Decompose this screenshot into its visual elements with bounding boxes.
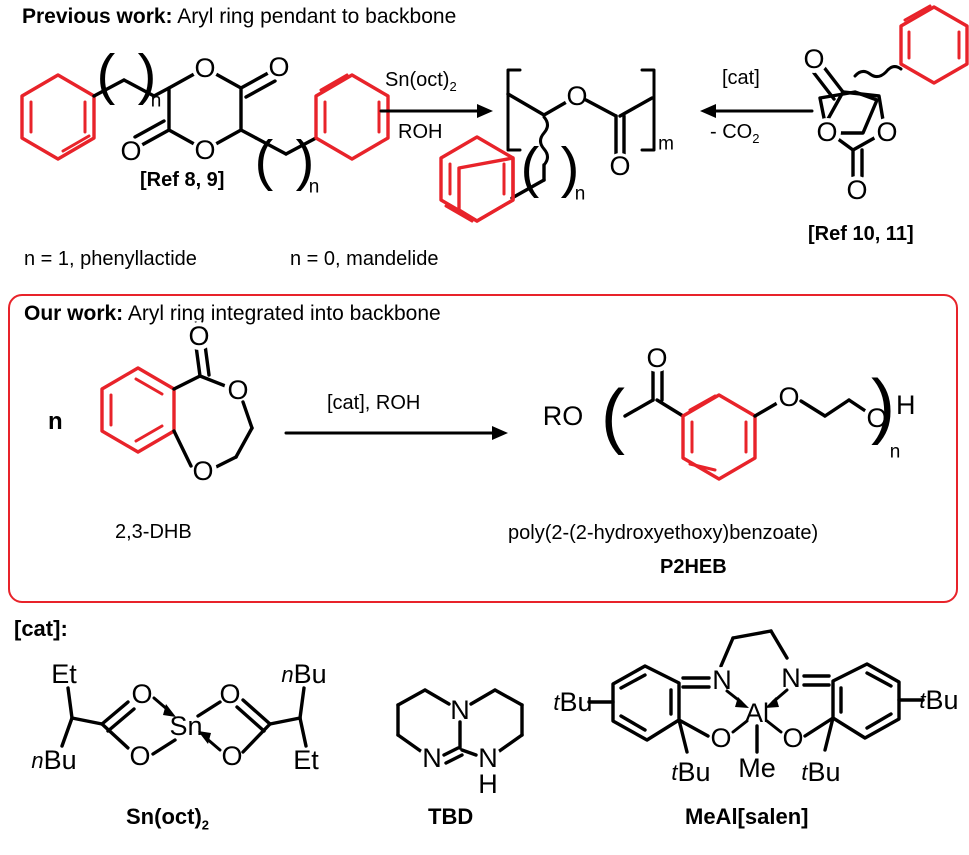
atom-N-salen-right: N [781,663,801,693]
atom-O-ring-right: O [876,117,897,147]
atom-O-lactone-ester: O [227,375,248,405]
our-work-heading-rest: Aryl ring integrated into backbone [123,302,441,325]
label-Et-left: Et [51,659,77,689]
atom-O-ether: O [192,456,213,486]
label-nBu-right: nBu [281,659,326,689]
snoct2-name: Sn(oct)2 [126,804,209,833]
product-abbrev-label: P2HEB [660,556,727,578]
atom-O-ester: O [566,81,587,111]
phenyl-ring-left-red [20,73,96,161]
benzo-ring-red [100,366,176,454]
our-work-reagent: [cat], ROH [327,392,421,414]
svg-text:(: ( [255,129,274,192]
pendant-aryl-polyester-structure: O O m ( ) n [500,62,690,237]
reagent-co2-loss: - CO2 [710,121,760,146]
svg-text:(: ( [521,136,540,199]
end-group-RO: RO [543,401,584,431]
note-mandelide: n = 0, mandelide [290,248,439,270]
atom-N-amine: N [478,743,498,773]
svg-text:(: ( [601,376,625,456]
atom-O-carbonyl-lower: O [846,175,867,205]
atom-N-bridgehead: N [450,695,470,725]
phenyl-ring-right-red [314,73,390,161]
phenyllactide-structure: ( ) n O O O O ( ) n [6,28,390,208]
monomer-name-label: 2,3-DHB [115,521,192,543]
reagent-cat-right: [cat] [722,67,760,89]
reaction-arrow-forward [379,103,493,119]
p2heb-product-structure: RO ( O O O [535,343,895,509]
repeat-unit-n-p2heb: n [890,442,901,463]
mealsalen-structure: N N Al Me O O tBu tBu tBu tB [553,628,965,808]
atom-N-salen-left: N [712,665,732,695]
tbd-structure: N N N H [370,660,550,799]
phenyl-ring-dioxolanedione-red [899,4,969,85]
atom-N-imine: N [422,743,442,773]
our-work-box [8,294,958,603]
atom-O-snoct-right-bottom: O [221,741,242,771]
svg-text:n: n [575,184,586,205]
atom-O-salen-right: O [782,723,803,753]
atom-O-carbonyl-upper: O [803,44,824,74]
atom-O-lactone-carbonyl: O [188,321,209,351]
atom-O-snoct-left-top: O [131,679,152,709]
ref-10-11-label: [Ref 10, 11] [808,223,914,245]
svg-text:n: n [309,177,320,198]
atom-O-salen-left: O [710,723,731,753]
our-work-heading: Our work: Aryl ring integrated into back… [24,303,441,324]
label-Et-right: Et [293,745,319,775]
repeat-unit-m: m [658,134,674,155]
atom-O-ether-aryl: O [778,382,799,412]
atom-Me: Me [738,753,776,783]
phenol-ring-right [831,662,901,740]
mealsalen-name: MeAl[salen] [685,804,809,829]
atom-O-carbonyl-polymer: O [609,151,630,181]
atom-O-terminal: O [866,403,887,433]
phenyl-dioxolanedione-structure: O O O O [800,4,969,219]
our-work-heading-bold: Our work: [24,302,124,325]
note-phenyllactide: n = 1, phenyllactide [24,248,197,270]
svg-text:n: n [151,91,162,112]
previous-work-heading: Previous work: Aryl ring pendant to back… [22,6,456,27]
reagent-snoct2: Sn(oct)2 [385,69,457,94]
reaction-arrow-reverse [700,103,814,119]
atom-O-ring-top: O [194,53,215,83]
atom-Al: Al [745,698,769,728]
atom-O-benzoate-carbonyl: O [646,343,667,373]
catalyst-section-label: [cat]: [14,616,68,641]
snoct2-structure: Et nBu O O Sn O O nBu Et [18,659,326,790]
phenol-ring-left [611,664,681,742]
svg-text:): ) [561,136,580,199]
atom-O-carbonyl-top: O [268,52,289,82]
atom-O-snoct-left-bottom: O [129,741,150,771]
benzoate-ring-red [681,393,757,481]
previous-work-heading-rest: Aryl ring pendant to backbone [172,5,457,28]
svg-text:): ) [138,43,157,106]
reagent-roh: ROH [398,121,443,143]
previous-work-heading-bold: Previous work: [22,5,173,28]
p2heb-end-bracket: ) n [871,356,933,466]
label-tBu-right-ortho: tBu [801,757,840,787]
label-tBu-left-para: tBu [553,687,592,717]
phenyl-ring-polymer-red [439,135,545,246]
svg-text:): ) [871,366,895,446]
label-tBu-right-para: tBu [919,685,958,715]
atom-O-carbonyl-bottom: O [120,136,141,166]
label-tBu-left-ortho: tBu [671,757,710,787]
ref-8-9-label: [Ref 8, 9] [140,169,225,191]
atom-O-ring-left: O [816,117,837,147]
atom-H-amine: H [478,769,498,799]
svg-text:(: ( [97,43,116,106]
product-name-label: poly(2-(2-hydroxyethoxy)benzoate) [508,522,819,544]
atom-O-snoct-right-top: O [219,679,240,709]
tbd-name: TBD [428,804,474,829]
label-nBu-left: nBu [31,745,76,775]
stoichiometry-n: n [48,408,63,435]
end-group-H: H [896,390,916,420]
dhb-monomer-structure: O O O [88,321,288,512]
our-work-reaction-arrow [284,425,508,441]
atom-O-ring-bottom: O [194,135,215,165]
svg-text:): ) [296,129,315,192]
